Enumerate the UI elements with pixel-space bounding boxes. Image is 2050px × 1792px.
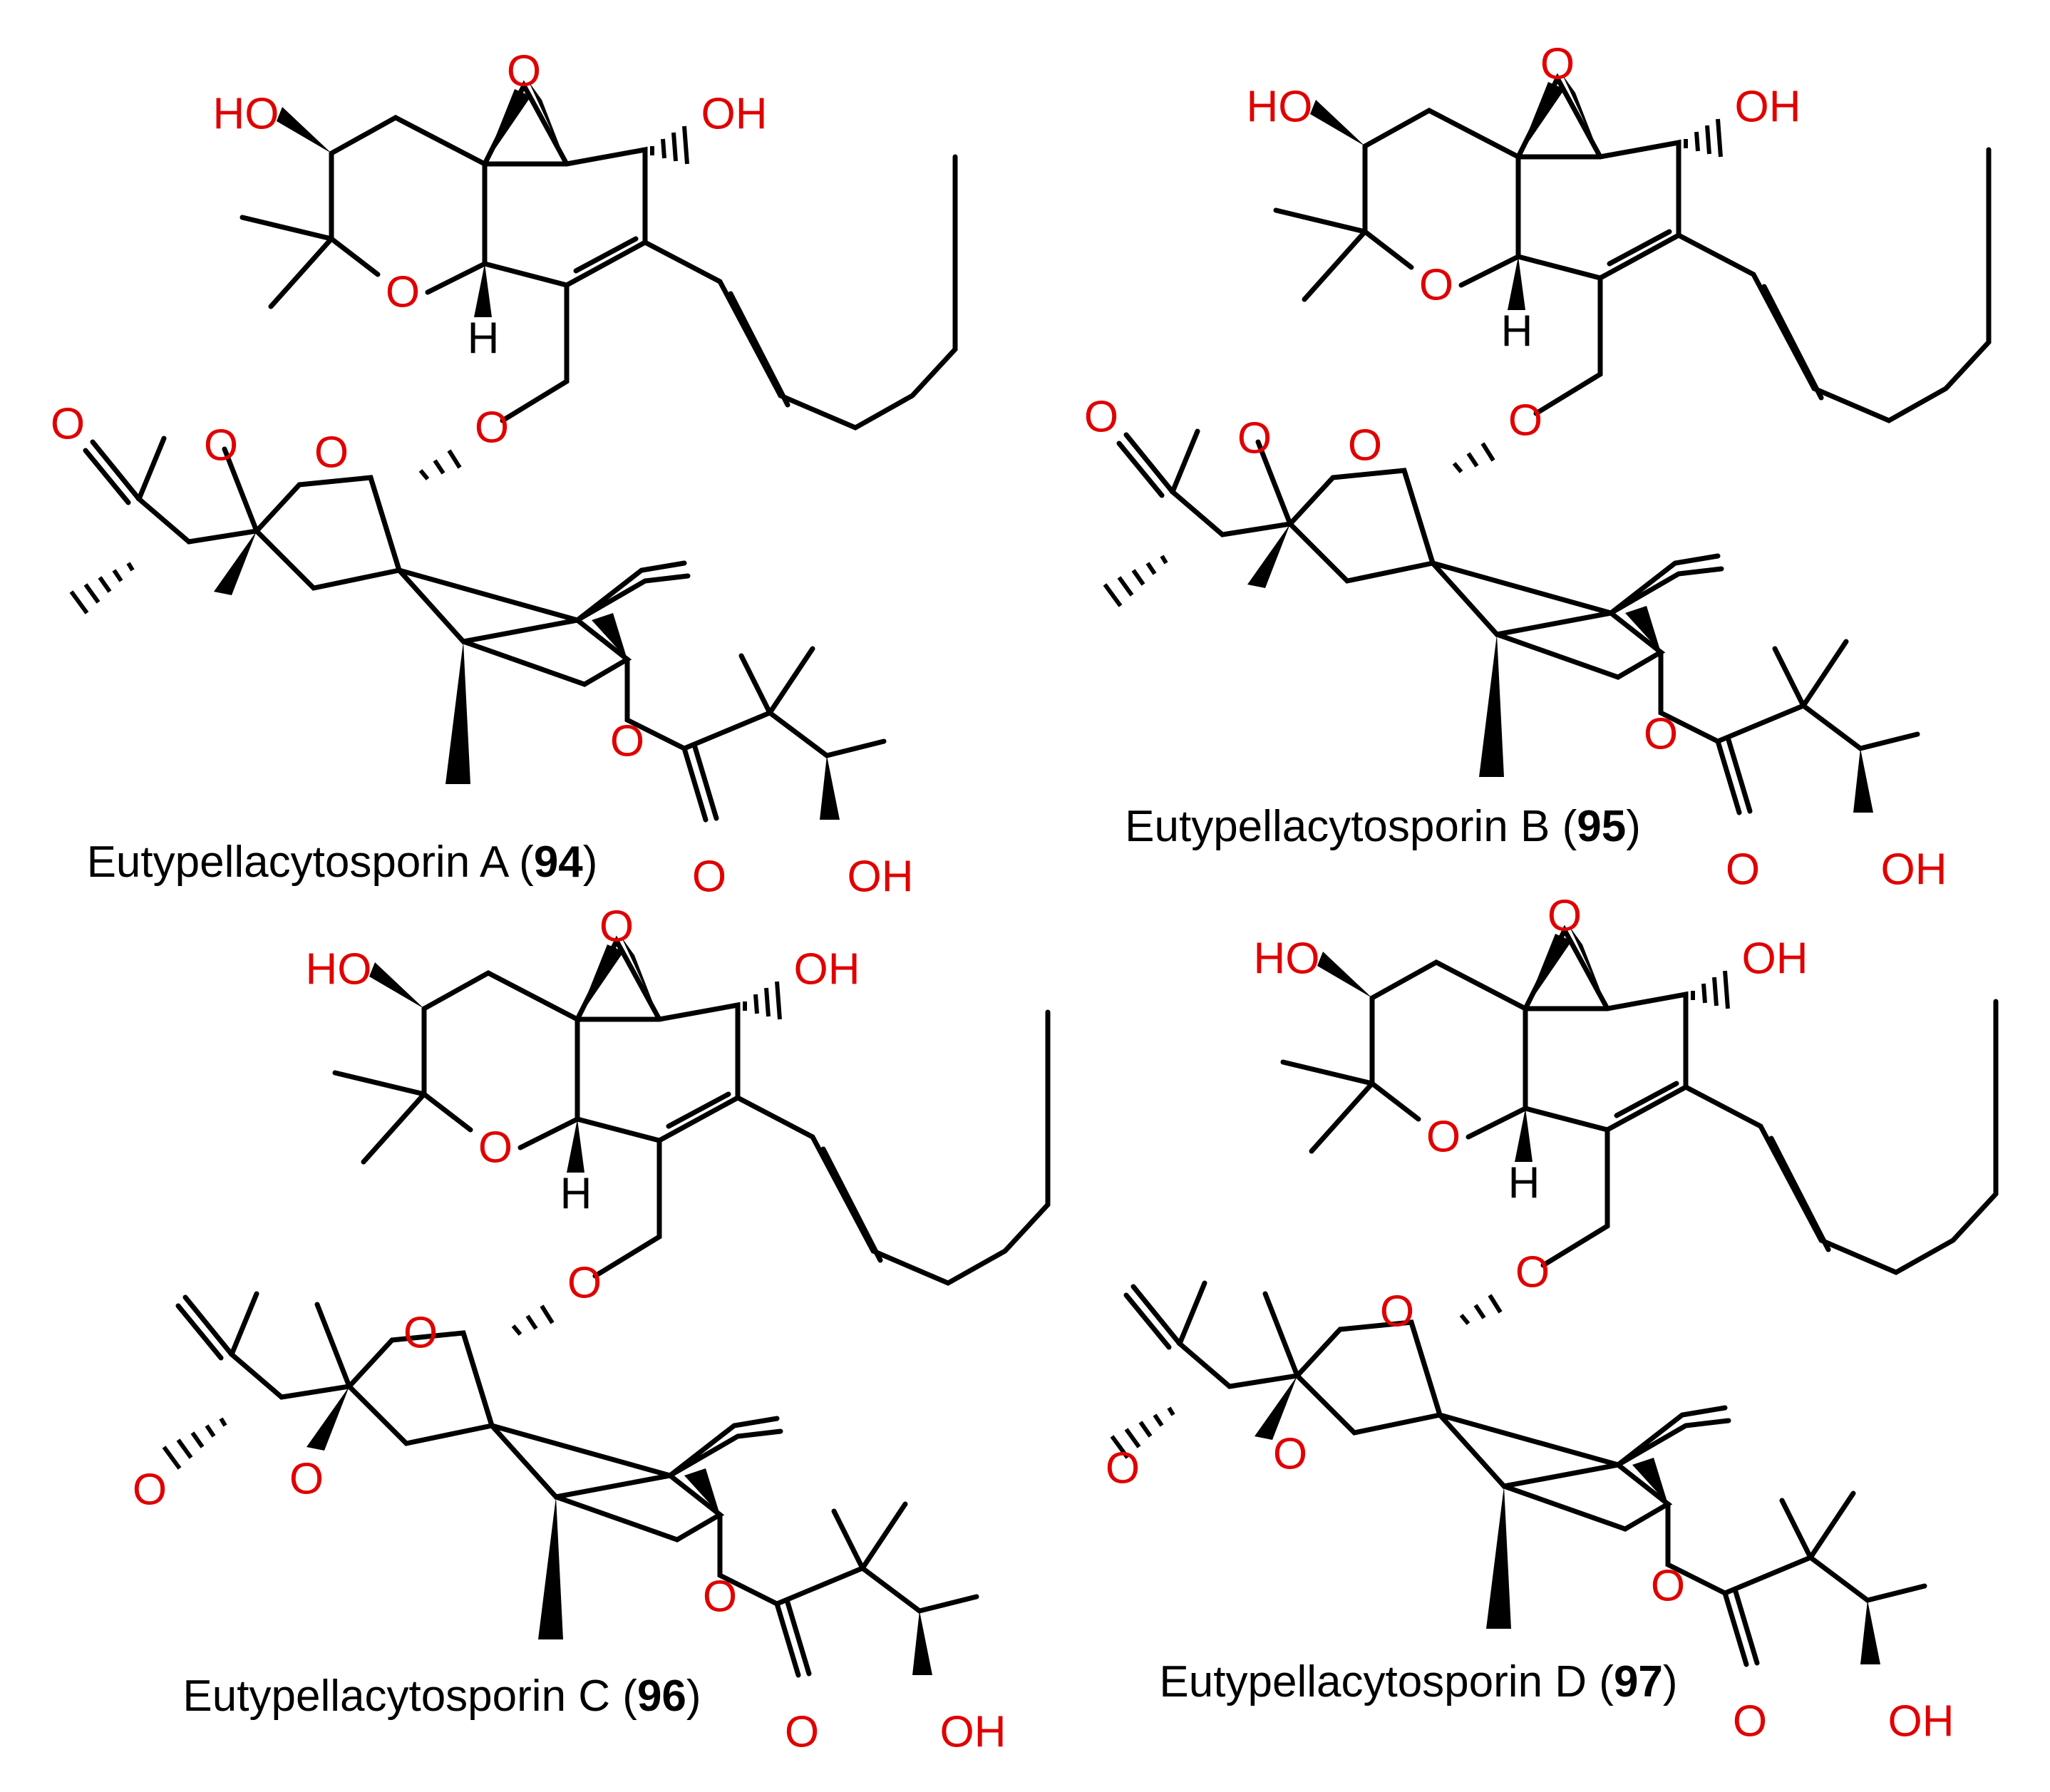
atom-pyran-o: O xyxy=(386,268,420,317)
atom-ho: HO xyxy=(1247,83,1313,132)
atom-epoxide-o: O xyxy=(1540,40,1575,89)
atom-ether-o: O xyxy=(1508,396,1542,446)
molecule-97: O HO OH O H O O O O O O OH Eutypellacyto… xyxy=(1106,892,1996,1746)
atom-epoxide-o: O xyxy=(1547,892,1582,941)
atom-lactone-o: O xyxy=(1273,1430,1307,1479)
atom-oh: OH xyxy=(1735,83,1801,132)
atom-thf-o: O xyxy=(1348,421,1382,470)
atom-h: H xyxy=(1501,307,1533,356)
caption-94: Eutypellacytosporin A (94) xyxy=(87,838,598,887)
atom-epoxide-o: O xyxy=(507,47,541,96)
atom-ester-carbonyl-o: O xyxy=(1726,845,1760,895)
atom-pyran-o: O xyxy=(1419,261,1453,310)
atom-side-oh: OH xyxy=(848,853,914,902)
atom-ho: HO xyxy=(1254,934,1320,984)
atom-pyran-o: O xyxy=(1426,1113,1461,1162)
atom-ester-carbonyl-o: O xyxy=(692,853,726,902)
atom-h: H xyxy=(1508,1159,1540,1208)
atom-carbonyl-o: O xyxy=(1106,1444,1140,1493)
atom-lactone-o: O xyxy=(204,421,238,470)
molecule-94: O HO OH O H O O O O O O OH Eutypellacyto… xyxy=(51,47,955,902)
caption-95: Eutypellacytosporin B (95) xyxy=(1125,802,1641,851)
atom-lactone-o: O xyxy=(289,1455,324,1504)
atom-oh: OH xyxy=(794,945,860,994)
atom-thf-o: O xyxy=(314,428,349,478)
atom-ether-o: O xyxy=(475,403,509,453)
atom-ester-carbonyl-o: O xyxy=(1733,1697,1767,1746)
atom-epoxide-o: O xyxy=(599,902,634,952)
atom-carbonyl-o: O xyxy=(1084,393,1118,442)
atom-ester-carbonyl-o: O xyxy=(785,1708,819,1757)
atom-carbonyl-o: O xyxy=(133,1466,167,1515)
atom-thf-o: O xyxy=(403,1309,438,1358)
atom-ether-o: O xyxy=(567,1259,602,1308)
atom-h: H xyxy=(468,314,500,364)
molecule-95: O HO OH O H O O O O O O OH Eutypellacyto… xyxy=(1084,40,1989,895)
atom-ester-o: O xyxy=(1644,710,1678,759)
atom-ester-o: O xyxy=(703,1572,737,1622)
atom-ether-o: O xyxy=(1515,1248,1550,1297)
atom-ho: HO xyxy=(213,90,279,139)
molecule-96: O HO OH O H O O O O O O OH Eutypellacyto… xyxy=(133,902,1048,1757)
caption-96: Eutypellacytosporin C (96) xyxy=(182,1672,701,1721)
caption-97: Eutypellacytosporin D (97) xyxy=(1159,1657,1677,1706)
atom-carbonyl-o: O xyxy=(51,400,85,449)
atom-pyran-o: O xyxy=(478,1123,512,1173)
atom-h: H xyxy=(560,1170,592,1219)
atom-side-oh: OH xyxy=(1888,1697,1954,1746)
atom-side-oh: OH xyxy=(1881,845,1947,895)
atom-ester-o: O xyxy=(1651,1562,1685,1611)
atom-ester-o: O xyxy=(610,717,644,766)
atom-oh: OH xyxy=(1742,934,1808,984)
atom-ho: HO xyxy=(306,945,372,994)
atom-oh: OH xyxy=(701,90,768,139)
atom-lactone-o: O xyxy=(1237,414,1272,463)
atom-side-oh: OH xyxy=(940,1708,1006,1757)
atom-thf-o: O xyxy=(1380,1287,1414,1337)
